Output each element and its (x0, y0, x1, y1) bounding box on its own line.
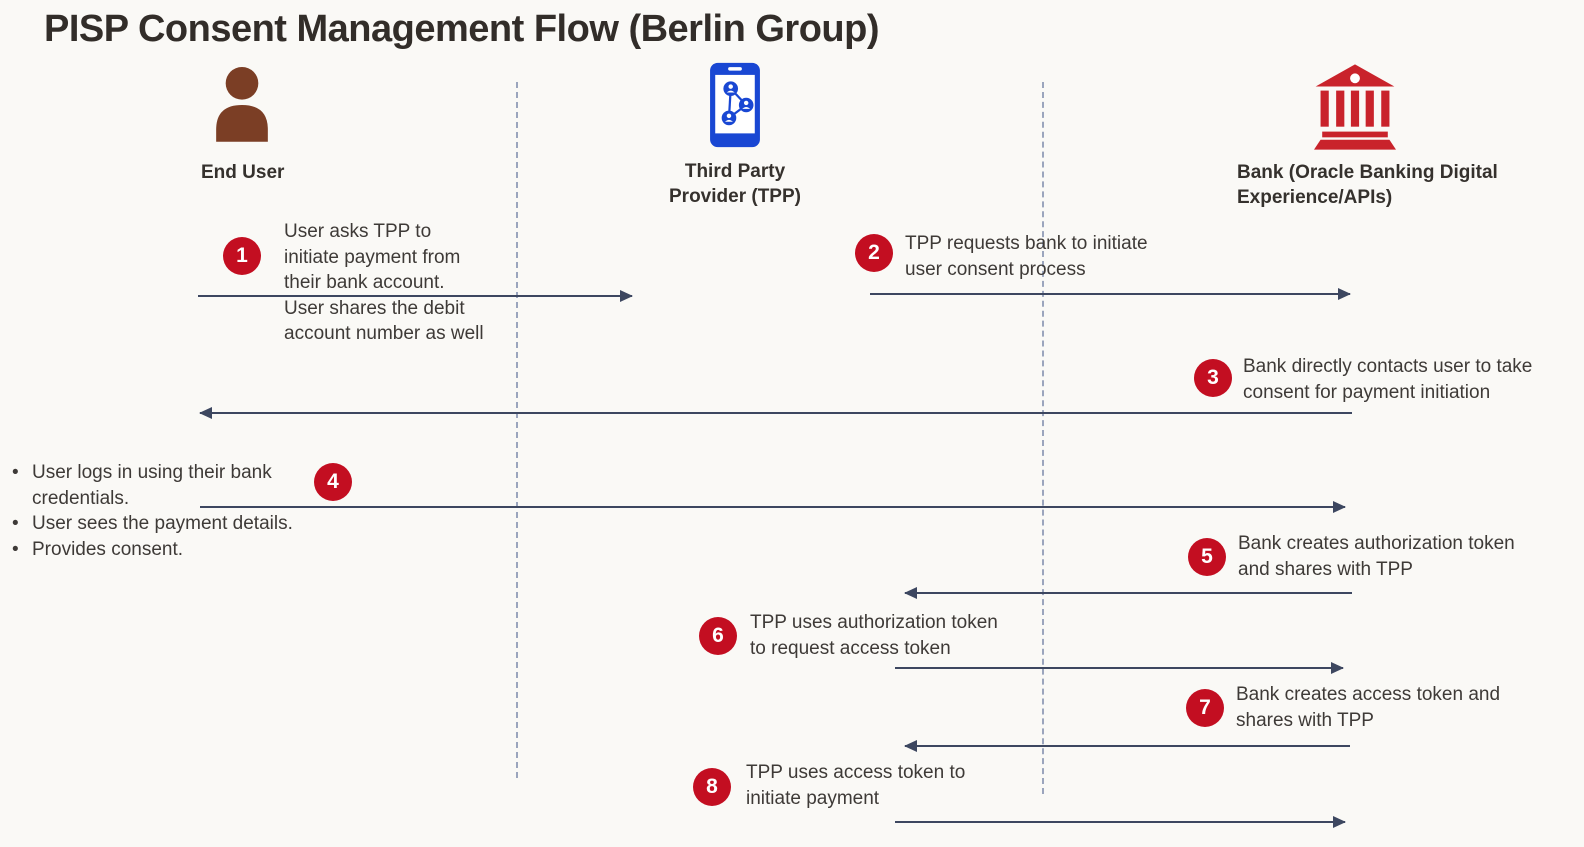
step-7-text: Bank creates access token and shares wit… (1236, 684, 1501, 731)
step-1-badge: 1 (223, 237, 261, 275)
actor-label-tpp: Third Party Provider (TPP) (669, 161, 801, 207)
step-5-text: Bank creates authorization token and sha… (1238, 533, 1515, 580)
bullet-item: User logs in using their bank credential… (6, 460, 324, 511)
actor-label-bank: Bank (Oracle Banking Digital Experience/… (1237, 162, 1498, 208)
step-8-text: TPP uses access token to initiate paymen… (746, 762, 966, 809)
step-5-badge: 5 (1188, 538, 1226, 576)
bullet-item: User sees the payment details. (6, 511, 324, 537)
step-3-text: Bank directly contacts user to take cons… (1243, 356, 1533, 403)
arrow-step-4 (200, 501, 1346, 513)
arrow-step-5 (904, 587, 1352, 599)
step-8-badge: 8 (693, 768, 731, 806)
step-2-badge: 2 (855, 234, 893, 272)
step-2-text: TPP requests bank to initiate user conse… (905, 233, 1148, 280)
bullet-item: Provides consent. (6, 537, 324, 563)
arrow-step-7 (904, 740, 1350, 752)
arrow-step-3 (199, 407, 1352, 419)
arrow-step-6 (895, 662, 1344, 674)
step-4-bullet-list: User logs in using their bank credential… (6, 460, 324, 562)
person-icon (208, 64, 276, 142)
phone-network-icon (709, 62, 761, 148)
actor-label-end-user: End User (201, 162, 285, 183)
step-3-badge: 3 (1194, 359, 1232, 397)
arrow-step-2 (870, 288, 1351, 300)
arrow-step-1 (198, 290, 633, 302)
step-6-badge: 6 (699, 617, 737, 655)
bank-building-icon (1314, 64, 1396, 150)
lifeline-divider-right (1042, 82, 1044, 794)
arrow-step-8 (895, 816, 1346, 828)
page-title: PISP Consent Management Flow (Berlin Gro… (44, 8, 879, 50)
step-7-badge: 7 (1186, 689, 1224, 727)
step-1-text: User asks TPP to initiate payment from t… (284, 221, 484, 344)
step-4-badge: 4 (314, 463, 352, 501)
lifeline-divider-left (516, 82, 518, 778)
step-6-text: TPP uses authorization token to request … (750, 612, 998, 659)
